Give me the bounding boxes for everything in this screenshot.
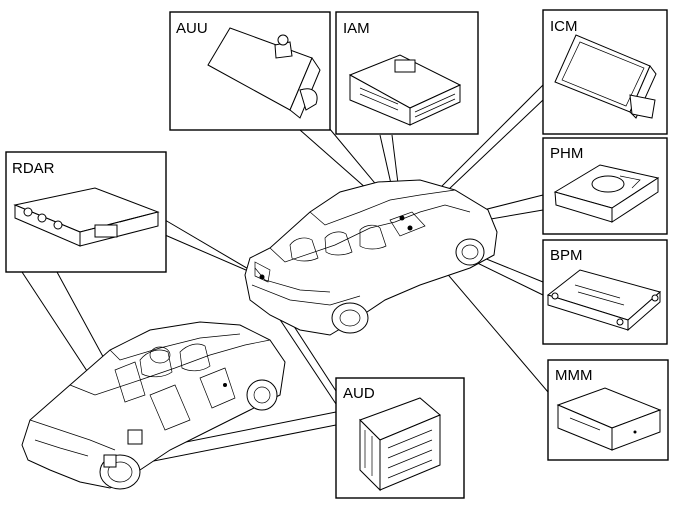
phm-label: PHM xyxy=(550,145,583,162)
iam-label: IAM xyxy=(343,20,370,37)
phm-box: PHM xyxy=(542,137,668,235)
icm-box: ICM xyxy=(542,9,668,135)
auu-box: AUU xyxy=(169,11,331,131)
rdar-module-icon xyxy=(13,187,160,247)
iam-box: IAM xyxy=(335,11,479,135)
icm-module-icon xyxy=(554,34,657,119)
mmm-box: MMM xyxy=(547,359,669,461)
hatchback-illustration xyxy=(21,321,286,490)
aud-module-icon xyxy=(359,397,441,492)
aud-label: AUD xyxy=(343,385,375,402)
iam-module-icon xyxy=(348,54,462,126)
bpm-label: BPM xyxy=(550,247,583,264)
rdar-box: RDAR xyxy=(5,151,167,273)
rdar-label: RDAR xyxy=(12,160,55,177)
aud-box: AUD xyxy=(335,377,465,499)
phm-module-icon xyxy=(553,164,660,223)
mmm-module-icon xyxy=(556,387,662,451)
icm-label: ICM xyxy=(550,18,578,35)
auu-module-icon xyxy=(207,27,321,119)
auu-label: AUU xyxy=(176,20,208,37)
mmm-label: MMM xyxy=(555,367,593,384)
bpm-box: BPM xyxy=(542,239,668,345)
sedan-illustration xyxy=(244,179,498,336)
bpm-module-icon xyxy=(546,269,662,332)
